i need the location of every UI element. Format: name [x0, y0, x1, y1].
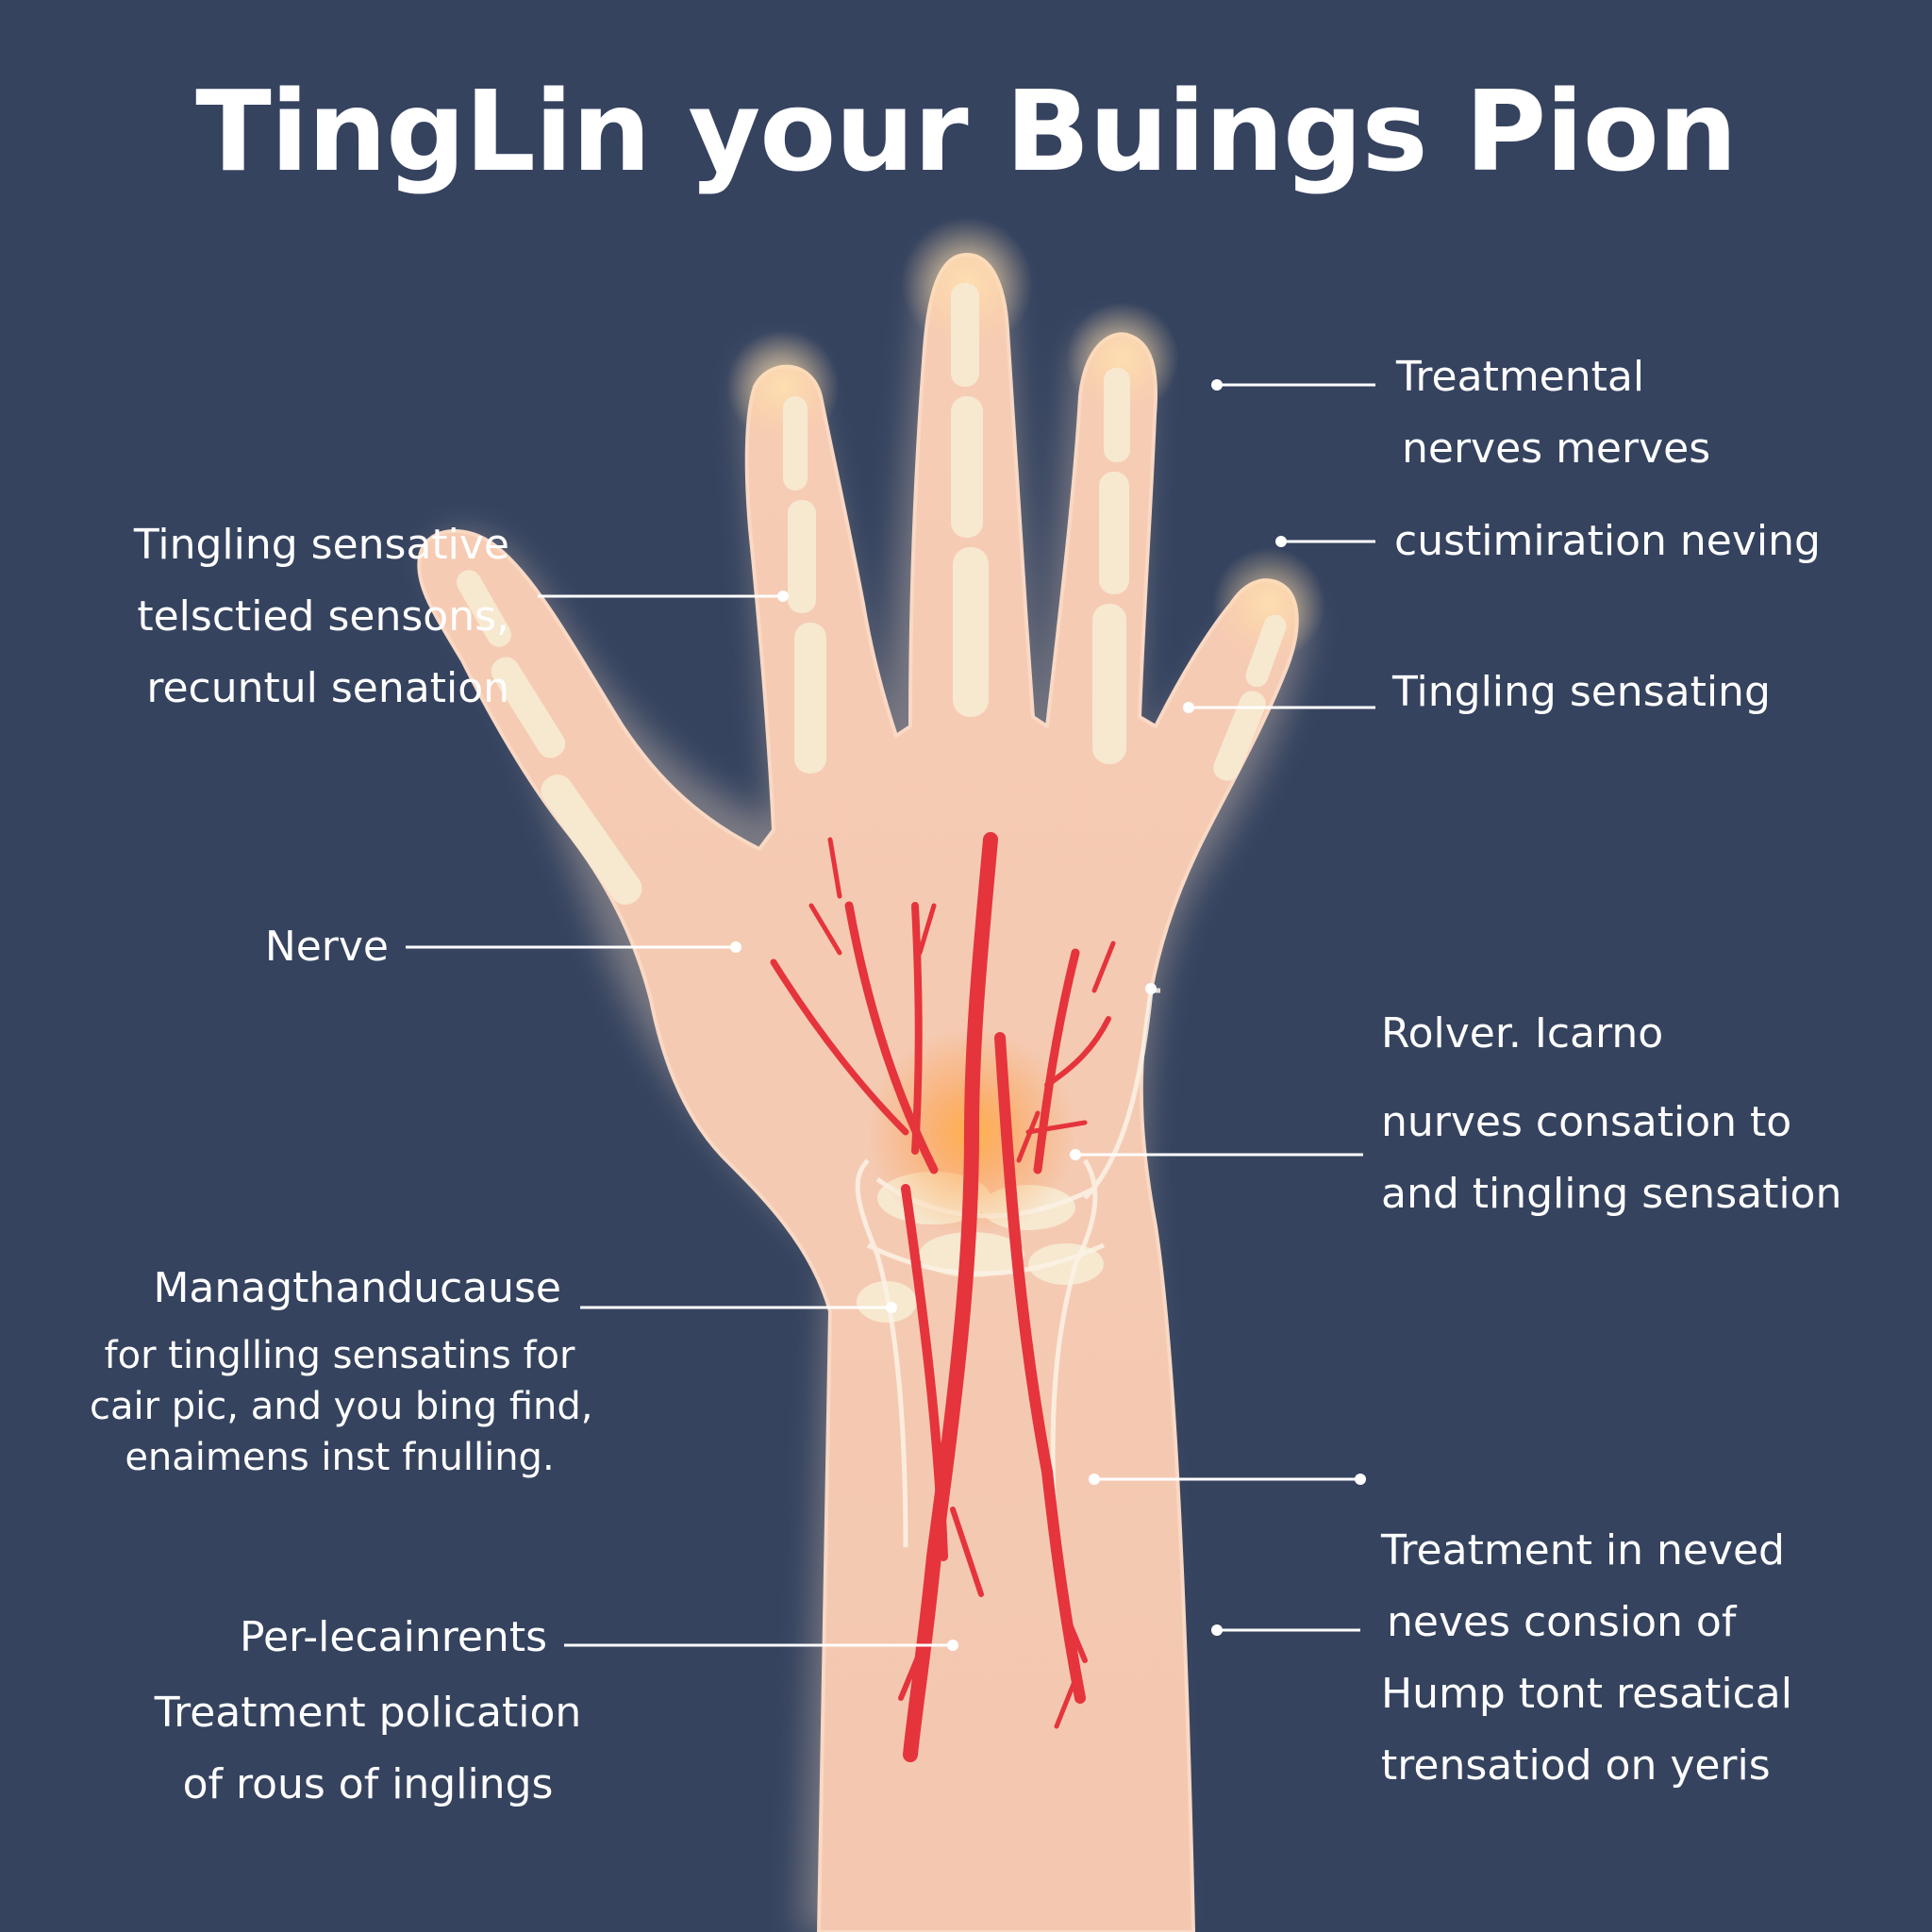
label-line: Treatment polication [154, 1689, 582, 1737]
label-line: Nerve [264, 923, 389, 971]
label-left-bottom-body: Treatment polication of rous of inglings [123, 1677, 613, 1821]
label-line: for tinglling sensatins for [104, 1334, 575, 1377]
label-left-nerve: Nerve [189, 911, 389, 983]
label-line: neves consion of [1387, 1598, 1737, 1646]
label-right-mid-heading: Rolver. Icarno [1381, 998, 1872, 1070]
label-right-mid-body: nurves consation to and tingling sensati… [1381, 1087, 1890, 1230]
label-line: enaimens inst fnulling. [125, 1436, 555, 1479]
label-right-custom: custimiration neving [1394, 506, 1885, 577]
label-line: Hump tont resatical [1381, 1670, 1792, 1718]
label-line: Per-lecainrents [239, 1613, 547, 1661]
label-line: Tingling sensative [133, 521, 509, 569]
label-line: cair pic, and you bing find, [90, 1385, 593, 1428]
label-line: of rous of inglings [182, 1760, 554, 1808]
label-line: trensatiod on yeris [1381, 1741, 1771, 1790]
label-line: Tingling sensating [1392, 668, 1771, 716]
label-right-bottom: Treatment in neved neves consion of Hump… [1381, 1515, 1890, 1802]
label-line: nurves consation to [1381, 1098, 1792, 1146]
label-right-top: Treatmental nerves merves [1396, 341, 1868, 485]
label-left-top: Tingling sensative telsctied sensons, re… [85, 509, 509, 724]
label-left-mid-heading: Managthanducause [85, 1253, 561, 1324]
label-line: Rolver. Icarno [1381, 1009, 1664, 1058]
label-line: Managthanducause [153, 1264, 561, 1312]
label-line: nerves merves [1402, 425, 1711, 473]
label-line: recuntul senation [146, 664, 509, 712]
label-line: Treatment in neved [1381, 1526, 1785, 1574]
arteries [770, 832, 1116, 1762]
label-line: Treatmental [1396, 353, 1645, 401]
fingertip-glow [901, 217, 1033, 349]
label-line: custimiration neving [1394, 517, 1821, 565]
fingertip-glow [1212, 547, 1325, 660]
label-left-bottom-heading: Per-lecainrents [151, 1602, 547, 1674]
fingertip-glow [726, 330, 840, 443]
label-line: and tingling sensation [1381, 1170, 1842, 1218]
page-title: TingLin your Buings Pion [195, 66, 1738, 196]
label-right-tingling: Tingling sensating [1392, 657, 1883, 728]
label-left-mid-body: for tinglling sensatins for cair pic, an… [90, 1330, 593, 1483]
leader-lines [406, 383, 1375, 1647]
leader-dots [730, 379, 1366, 1651]
label-line: telsctied sensons, [137, 592, 509, 641]
fingertip-glow [1066, 302, 1179, 415]
